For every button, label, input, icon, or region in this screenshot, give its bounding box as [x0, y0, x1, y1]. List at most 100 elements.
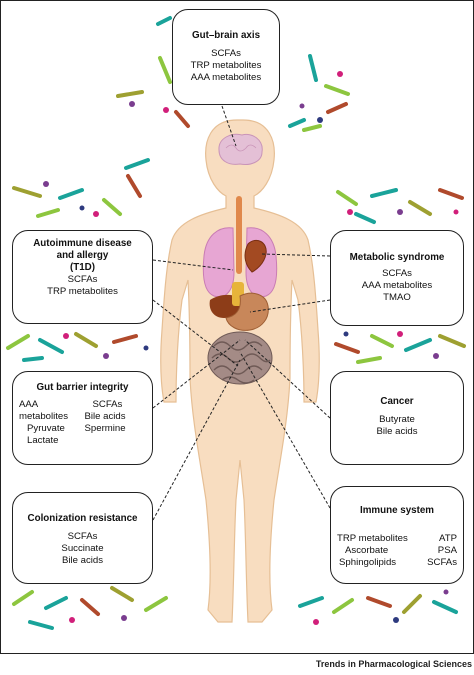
box-autoimmune-allergy: Autoimmune disease and allergy (T1D) SCF… [12, 230, 153, 324]
box-metabolic-syndrome: Metabolic syndrome SCFAs AAA metabolites… [330, 230, 464, 326]
immune-item: Ascorbate [345, 545, 389, 556]
gut-barrier-item: AAA metabolites [19, 399, 69, 422]
microbe [356, 356, 382, 364]
metabolic-item: AAA metabolites [361, 280, 433, 291]
immune-items: TRP metabolites Ascorbate Sphingolipids … [337, 533, 457, 569]
gut-barrier-item: SCFAs [92, 399, 123, 410]
microbe [337, 71, 343, 77]
microbe [129, 101, 135, 107]
connector-cancer [244, 339, 331, 419]
microbe [299, 103, 305, 109]
microbe [438, 334, 466, 348]
microbe [433, 353, 439, 359]
microbe [326, 102, 348, 114]
gut-brain-item: AAA metabolites [190, 72, 262, 83]
gut-barrier-left-col: AAA metabolites Pyruvate Lactate [19, 399, 81, 447]
gut-barrier-item: Spermine [84, 423, 126, 434]
box-immune-system: Immune system TRP metabolites Ascorbate … [330, 486, 464, 584]
microbe [370, 188, 398, 198]
connector-metabolic-2 [249, 299, 331, 313]
connector-colonization [152, 359, 241, 521]
microbe [163, 107, 169, 113]
microbe [36, 208, 60, 218]
microbe [438, 188, 464, 200]
microbe [158, 56, 172, 84]
microbe [22, 356, 44, 362]
immune-item: ATP [439, 533, 457, 544]
metabolic-item: TMAO [383, 292, 411, 303]
connector-immune [239, 351, 331, 509]
brain [218, 133, 263, 165]
microbe [313, 619, 319, 625]
autoimmune-title-line: Autoimmune disease [33, 238, 132, 249]
left-lung [202, 227, 235, 298]
gut-barrier-item: Lactate [27, 435, 59, 446]
cancer-item: Butyrate [379, 414, 415, 425]
microbe [116, 90, 144, 98]
microbe [12, 186, 42, 198]
microbe [12, 590, 34, 606]
microbe [58, 188, 84, 200]
metabolic-item: SCFAs [382, 268, 412, 279]
gut-brain-item: TRP metabolites [190, 60, 262, 71]
microbe [443, 589, 449, 595]
box-gut-barrier-integrity: Gut barrier integrity AAA metabolites Py… [12, 371, 153, 465]
microbe [332, 598, 354, 614]
box-cancer: Cancer Butyrate Bile acids [330, 371, 464, 465]
microbe [102, 198, 122, 216]
autoimmune-title-line: and allergy [56, 250, 109, 261]
autoimmune-title-line: (T1D) [69, 262, 96, 273]
microbe [74, 332, 98, 348]
microbe [69, 617, 75, 623]
connector-gut-brain [221, 105, 237, 147]
gut-barrier-items: AAA metabolites Pyruvate Lactate SCFAs B… [19, 399, 146, 447]
box-colonization-resistance: Colonization resistance SCFAs Succinate … [12, 492, 153, 584]
microbe [336, 190, 358, 206]
immune-title: Immune system [359, 505, 435, 516]
microbe [397, 209, 403, 215]
gut-brain-item: SCFAs [211, 48, 241, 59]
autoimmune-item: SCFAs [67, 274, 98, 285]
immune-left-col: TRP metabolites Ascorbate Sphingolipids [337, 533, 408, 569]
immune-item: PSA [437, 545, 457, 556]
microbe [404, 338, 432, 352]
immune-right-col: ATP PSA SCFAs [412, 533, 457, 569]
autoimmune-title: Autoimmune disease and allergy (T1D) [13, 238, 152, 274]
immune-item: SCFAs [427, 557, 457, 568]
microbe [408, 200, 432, 216]
immune-item: TRP metabolites [337, 533, 408, 544]
stomach [225, 292, 269, 331]
microbe [6, 334, 30, 350]
connector-lines [152, 105, 331, 521]
gut-brain-axis-title: Gut–brain axis [191, 30, 261, 41]
autoimmune-item: TRP metabolites [47, 286, 118, 297]
microbe [144, 596, 168, 612]
microbe [28, 620, 54, 630]
microbe [79, 205, 85, 211]
microbe [103, 353, 109, 359]
connector-gut-barrier [152, 339, 241, 409]
esophagus [236, 196, 242, 274]
microbes [6, 16, 466, 630]
intestines [207, 331, 273, 385]
microbe [174, 110, 190, 128]
diagram-art [6, 16, 466, 630]
microbe [288, 118, 306, 128]
colonization-item: SCFAs [67, 531, 98, 542]
microbe [156, 16, 172, 26]
brain-folds [225, 144, 257, 152]
microbe [343, 331, 349, 337]
connector-metabolic [261, 253, 331, 257]
cancer-item: Bile acids [376, 426, 418, 437]
microbe [143, 345, 149, 351]
gut-barrier-item: Pyruvate [27, 423, 65, 434]
microbe [308, 54, 318, 82]
microbe [302, 124, 322, 132]
microbe [354, 212, 376, 224]
colonization-item: Succinate [61, 543, 104, 554]
microbe [126, 174, 142, 198]
gut-barrier-item: Bile acids [84, 411, 126, 422]
connector-autoimmune [152, 259, 234, 271]
microbe [432, 600, 458, 614]
